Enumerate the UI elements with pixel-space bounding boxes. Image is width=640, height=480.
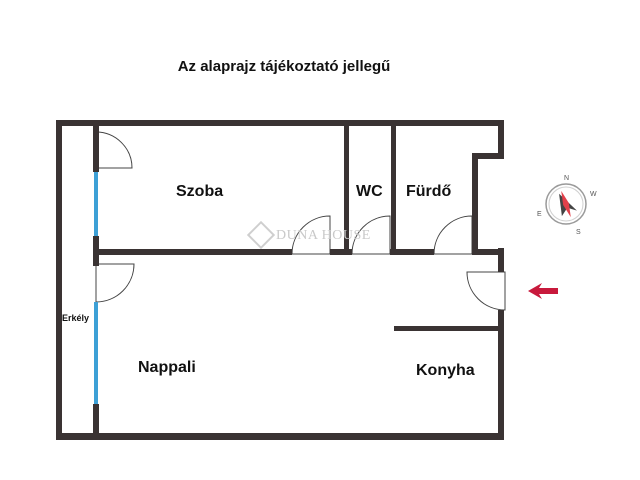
compass-s: S — [576, 229, 581, 236]
compass-icon: N E W S — [537, 175, 597, 236]
room-label-wc: WC — [356, 183, 383, 200]
room-label-konyha: Konyha — [416, 362, 475, 379]
compass-w: W — [590, 191, 597, 198]
window-nappali — [94, 302, 98, 404]
room-label-erkely: Erkély — [62, 313, 90, 323]
door-nappali-balcony — [95, 263, 135, 303]
door-wc — [351, 215, 391, 255]
diamond-logo-icon — [246, 220, 276, 250]
window-szoba — [94, 172, 98, 236]
room-label-furdo: Fürdő — [406, 183, 452, 200]
plan-title: Az alaprajz tájékoztató jellegű — [0, 58, 640, 75]
walls — [56, 120, 504, 440]
door-szoba-hall — [291, 215, 331, 255]
compass-n: N — [564, 175, 569, 182]
room-label-szoba: Szoba — [176, 183, 224, 200]
door-entrance — [466, 271, 506, 311]
door-swings — [95, 131, 506, 311]
watermark-text: DUNA HOUSE — [276, 228, 371, 243]
plan-title-text: Az alaprajz tájékoztató jellegű — [177, 58, 391, 75]
compass-e: E — [537, 211, 542, 218]
room-label-nappali: Nappali — [138, 359, 196, 376]
arrow-left-icon — [528, 283, 558, 299]
door-szoba-balcony — [95, 131, 133, 169]
door-furdo — [433, 215, 473, 255]
windows — [94, 172, 98, 404]
